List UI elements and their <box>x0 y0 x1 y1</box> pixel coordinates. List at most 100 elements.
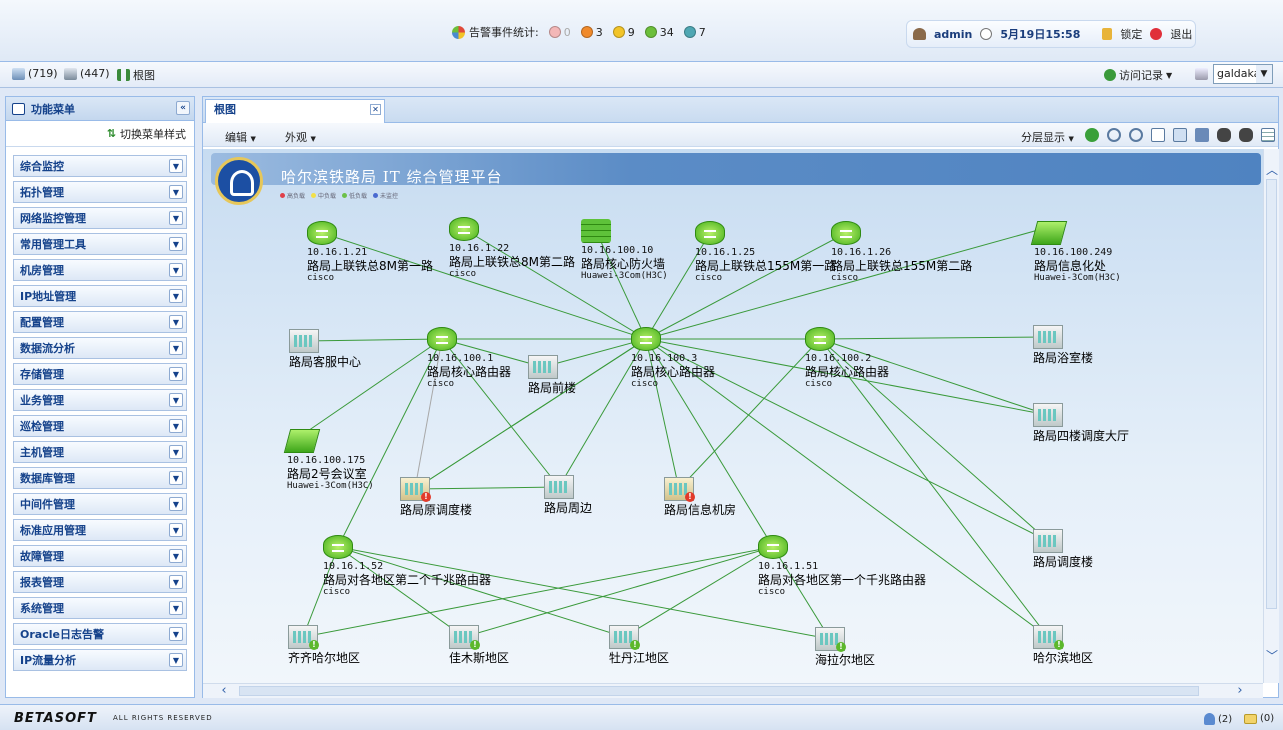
topology-node-zhoubian[interactable]: 路局周边 <box>544 475 784 515</box>
alarm-major[interactable]: 3 <box>580 26 603 39</box>
fullscreen-icon[interactable] <box>1173 128 1187 142</box>
menu-item[interactable]: 存储管理▼ <box>13 363 187 385</box>
menu-item[interactable]: 配置管理▼ <box>13 311 187 333</box>
appearance-menu[interactable]: 外观 ▼ <box>285 131 316 144</box>
chevron-down-icon[interactable]: ▼ <box>169 549 183 563</box>
topology-link[interactable] <box>337 338 443 548</box>
topology-link[interactable] <box>337 546 625 638</box>
chevron-down-icon[interactable]: ▼ <box>169 367 183 381</box>
topology-link[interactable] <box>337 546 831 640</box>
refresh-icon[interactable] <box>1085 128 1099 142</box>
menu-item[interactable]: 系统管理▼ <box>13 597 187 619</box>
building-icon[interactable] <box>1033 529 1063 553</box>
topology-node-qianlou[interactable]: 路局前楼 <box>528 355 768 395</box>
topology-link[interactable] <box>819 338 1049 542</box>
scroll-right-icon[interactable]: › <box>1237 683 1243 698</box>
export-image-icon[interactable] <box>1195 128 1209 142</box>
topology-link[interactable] <box>414 338 647 490</box>
topology-link[interactable] <box>301 338 443 436</box>
building-warning-icon[interactable] <box>449 625 480 650</box>
building-icon[interactable] <box>544 475 574 499</box>
edit-menu[interactable]: 编辑 ▼ <box>225 131 256 144</box>
menu-item[interactable]: 故障管理▼ <box>13 545 187 567</box>
topology-link[interactable] <box>441 338 544 368</box>
building-icon[interactable] <box>1033 325 1063 349</box>
menu-item[interactable]: 数据流分析▼ <box>13 337 187 359</box>
chevron-down-icon[interactable]: ▼ <box>169 263 183 277</box>
topology-node-mdj[interactable]: 牡丹江地区 <box>609 625 849 665</box>
chevron-down-icon[interactable]: ▼ <box>169 601 183 615</box>
topology-link[interactable] <box>623 546 774 638</box>
chevron-down-icon[interactable]: ▼ <box>169 185 183 199</box>
topology-link[interactable] <box>302 546 339 638</box>
topology-link[interactable] <box>645 338 1049 638</box>
chevron-down-icon[interactable]: ▼ <box>169 315 183 329</box>
chevron-down-icon[interactable]: ▼ <box>169 393 183 407</box>
chevron-down-icon[interactable]: ▼ <box>169 575 183 589</box>
topology-link[interactable] <box>645 338 680 490</box>
topology-link[interactable] <box>645 226 1050 340</box>
close-icon[interactable]: ✕ <box>370 104 381 115</box>
alarm-critical[interactable]: 0 <box>548 26 571 39</box>
router-icon[interactable] <box>427 327 457 351</box>
chevron-down-icon[interactable]: ▼ <box>169 445 183 459</box>
chevron-down-icon[interactable]: ▼ <box>169 627 183 641</box>
menu-item[interactable]: 网络监控管理▼ <box>13 207 187 229</box>
building-icon[interactable] <box>528 355 558 379</box>
chevron-down-icon[interactable]: ▼ <box>169 289 183 303</box>
topology-node-jms[interactable]: 佳木斯地区 <box>449 625 689 665</box>
chevron-down-icon[interactable]: ▼ <box>169 471 183 485</box>
alarm-info[interactable]: 7 <box>683 26 706 39</box>
chevron-down-icon[interactable]: ▼ <box>169 653 183 667</box>
topology-link[interactable] <box>337 546 465 638</box>
zoom-in-icon[interactable] <box>1129 128 1143 142</box>
building-alarm-icon[interactable] <box>664 477 695 502</box>
visit-history-menu[interactable]: 访问记录 ▼ <box>1104 67 1172 83</box>
topology-node-yushi[interactable]: 路局浴室楼 <box>1033 325 1263 365</box>
menu-item[interactable]: Oracle日志告警▼ <box>13 623 187 645</box>
router-icon[interactable] <box>307 221 337 245</box>
collapse-sidebar-button[interactable]: « <box>176 101 190 115</box>
lock-button[interactable]: 锁定 <box>1120 28 1143 41</box>
topology-link[interactable] <box>645 338 1049 416</box>
chevron-down-icon[interactable]: ▼ <box>169 523 183 537</box>
topology-node-qqhe[interactable]: 齐齐哈尔地区 <box>288 625 528 665</box>
scroll-left-icon[interactable]: ‹ <box>221 683 227 698</box>
building-warning-icon[interactable] <box>609 625 640 650</box>
menu-item[interactable]: 标准应用管理▼ <box>13 519 187 541</box>
router-icon[interactable] <box>831 221 861 245</box>
chevron-down-icon[interactable]: ▼ <box>169 419 183 433</box>
horizontal-scroll-thumb[interactable] <box>239 686 1199 696</box>
layer-display-menu[interactable]: 分层显示 ▼ <box>1021 131 1074 144</box>
messages-button[interactable]: (0) <box>1244 713 1274 724</box>
menu-item[interactable]: 主机管理▼ <box>13 441 187 463</box>
topology-link[interactable] <box>414 338 443 490</box>
router-icon[interactable] <box>805 327 835 351</box>
topology-node-hle[interactable]: 海拉尔地区 <box>815 627 1055 667</box>
menu-item[interactable]: IP流量分析▼ <box>13 649 187 671</box>
vertical-scroll-thumb[interactable] <box>1266 179 1277 609</box>
building-warning-icon[interactable] <box>1033 625 1064 650</box>
building-warning-icon[interactable] <box>815 627 846 652</box>
menu-item[interactable]: 机房管理▼ <box>13 259 187 281</box>
topology-link[interactable] <box>645 232 847 340</box>
alarm-warning[interactable]: 34 <box>644 26 674 39</box>
building-warning-icon[interactable] <box>288 625 319 650</box>
menu-item[interactable]: 巡检管理▼ <box>13 415 187 437</box>
building-icon[interactable] <box>289 329 319 353</box>
router-icon[interactable] <box>631 327 661 351</box>
topology-link[interactable] <box>542 338 647 368</box>
horizontal-scrollbar[interactable]: ‹ › <box>203 683 1263 698</box>
topology-link[interactable] <box>414 486 560 490</box>
chevron-down-icon[interactable]: ▼ <box>169 497 183 511</box>
menu-item[interactable]: 拓扑管理▼ <box>13 181 187 203</box>
topology-link[interactable] <box>645 232 711 340</box>
chevron-down-icon[interactable]: ▼ <box>169 341 183 355</box>
